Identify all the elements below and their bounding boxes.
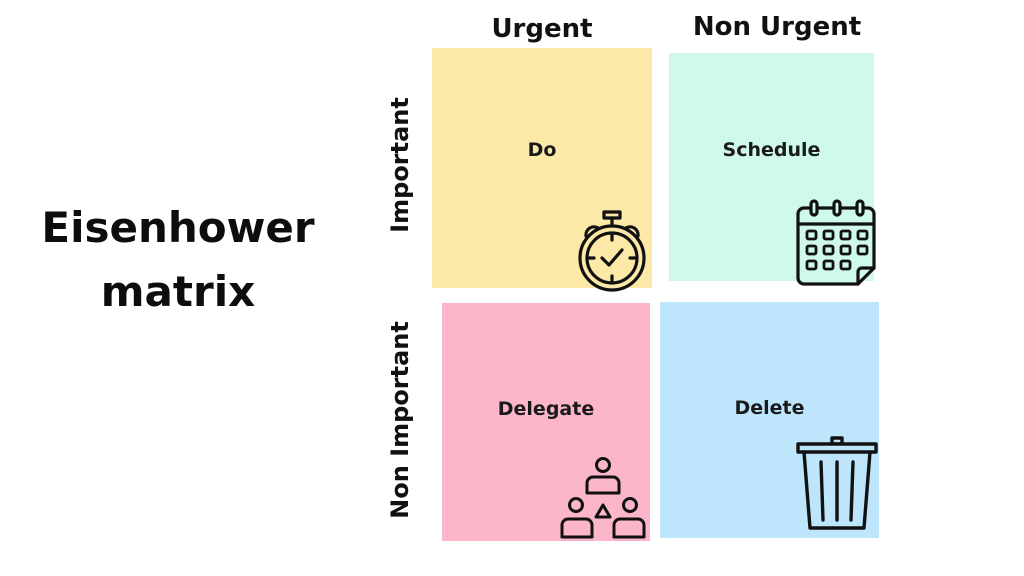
stopwatch-check-icon xyxy=(578,210,646,292)
diagram-title: Eisenhower matrix xyxy=(28,196,328,324)
column-header-non-urgent: Non Urgent xyxy=(692,12,862,42)
column-header-urgent: Urgent xyxy=(491,14,593,44)
quadrant-label: Do xyxy=(527,139,557,161)
quadrant-delegate: Delegate xyxy=(442,303,650,541)
title-line-2: matrix xyxy=(100,267,256,316)
quadrant-label: Delete xyxy=(734,397,805,419)
trash-can-icon xyxy=(796,436,878,530)
title-line-1: Eisenhower xyxy=(41,203,315,252)
quadrant-label: Schedule xyxy=(722,139,821,161)
quadrant-label: Delegate xyxy=(497,398,595,420)
calendar-icon xyxy=(796,199,876,286)
row-header-important: Important xyxy=(386,97,414,233)
row-header-non-important: Non Important xyxy=(386,321,414,519)
team-hierarchy-icon xyxy=(560,457,646,539)
quadrant-delete: Delete xyxy=(660,302,879,538)
